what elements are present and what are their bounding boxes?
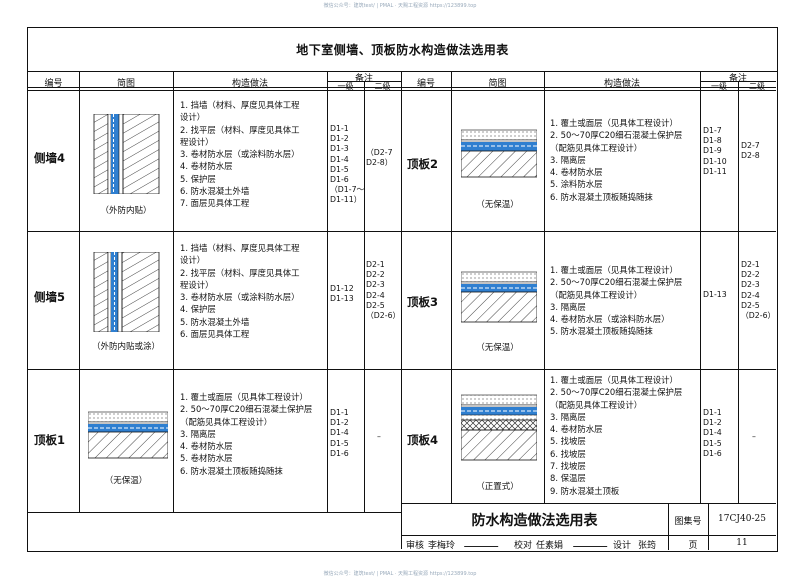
level1-codes: D1-13 xyxy=(703,290,727,299)
remark-sub-line xyxy=(700,81,776,82)
header-level2: 二级 xyxy=(749,82,765,91)
drawing-title: 防水构造做法选用表 xyxy=(471,513,598,529)
diagram-caption: （外防内贴或涂） xyxy=(91,342,160,352)
atlas-label: 图集号 xyxy=(674,517,702,527)
diagram-caption: （无保温） xyxy=(476,200,519,210)
row-id: 侧墙4 xyxy=(34,151,66,165)
row-line xyxy=(28,231,401,232)
row-id: 顶板3 xyxy=(407,295,439,309)
checker-signature xyxy=(572,536,612,547)
roof-section-diagram xyxy=(461,129,537,178)
row-id: 顶板2 xyxy=(407,157,439,171)
header-id: 编号 xyxy=(416,79,435,89)
row-id: 顶板4 xyxy=(407,433,439,447)
header-method: 构造做法 xyxy=(231,79,268,89)
roof-section-diagram xyxy=(88,411,168,459)
row-line xyxy=(28,369,401,370)
method-steps: 1. 挡墙（材料、厚度见具体工程 设计）2. 找平层（材料、厚度见具体工 程设计… xyxy=(180,243,300,340)
diagram-caption: （无保温） xyxy=(476,343,519,353)
designer-name: 张筠 xyxy=(638,541,657,551)
header-divider xyxy=(28,87,776,88)
drawing-frame: 地下室侧墙、顶板防水构造做法选用表 编号 简图 构造做法 备注 一级 二级 编号… xyxy=(27,27,778,552)
col-line xyxy=(451,72,452,503)
diagram-caption: （正置式） xyxy=(476,482,519,492)
col-line xyxy=(364,81,365,512)
page-number: 11 xyxy=(736,538,748,548)
col-line xyxy=(544,72,545,503)
row-id: 侧墙5 xyxy=(34,290,66,304)
title-block-line xyxy=(401,503,776,504)
watermark-top: 微信公众号：建筑test/ | PMAL · 天赐工程资源 https://12… xyxy=(323,3,477,9)
wall-section-diagram xyxy=(93,252,160,332)
header-method: 构造做法 xyxy=(603,79,640,89)
header-divider-2 xyxy=(28,90,776,91)
col-line xyxy=(327,72,328,512)
reviewer-name: 李梅玲 xyxy=(428,541,456,551)
header-level1: 一级 xyxy=(337,82,354,91)
level2-codes: – xyxy=(377,432,381,441)
roof-section-diagram xyxy=(461,394,537,461)
method-steps: 1. 覆土或面层（见具体工程设计）2. 50～70厚C20细石混凝土保护层 （配… xyxy=(550,265,683,337)
method-steps: 1. 覆土或面层（见具体工程设计）2. 50～70厚C20细石混凝土保护层 （配… xyxy=(180,392,313,476)
reviewer-signature xyxy=(463,536,503,547)
header-diagram: 简图 xyxy=(116,79,135,89)
header-remark: 备注 xyxy=(354,74,373,84)
check-label: 校对 xyxy=(514,541,533,551)
header-diagram: 简图 xyxy=(488,79,507,89)
col-line xyxy=(401,72,402,549)
col-line xyxy=(738,81,739,503)
col-line xyxy=(700,72,701,503)
header-id: 编号 xyxy=(44,79,63,89)
roof-section-diagram xyxy=(461,271,537,323)
atlas-number: 17CJ40-25 xyxy=(718,514,766,524)
title-block-line xyxy=(708,503,709,550)
row-id: 顶板1 xyxy=(34,433,66,447)
design-label: 设计 xyxy=(613,541,632,551)
table-title: 地下室侧墙、顶板防水构造做法选用表 xyxy=(28,28,777,72)
method-steps: 1. 挡墙（材料、厚度见具体工程 设计）2. 找平层（材料、厚度见具体工 程设计… xyxy=(180,100,300,209)
level2-codes: – xyxy=(752,432,756,441)
method-steps: 1. 覆土或面层（见具体工程设计）2. 50～70厚C20细石混凝土保护层 （配… xyxy=(550,375,683,496)
diagram-caption: （外防内贴） xyxy=(100,206,152,216)
row-line xyxy=(401,369,776,370)
col-line xyxy=(173,72,174,512)
col-line xyxy=(79,72,80,512)
remark-sub-line xyxy=(327,81,401,82)
row-line xyxy=(401,231,776,232)
page-label: 页 xyxy=(688,541,698,551)
header-level1: 一级 xyxy=(711,82,727,91)
title-block-line xyxy=(401,535,776,536)
diagram-caption: （无保温） xyxy=(104,476,148,486)
wall-section-diagram xyxy=(93,114,160,194)
title-block-line xyxy=(668,503,669,550)
watermark-bottom: 微信公众号：建筑test/ | PMAL · 天赐工程资源 https://12… xyxy=(323,571,477,577)
header-level2: 二级 xyxy=(374,82,391,91)
row-line xyxy=(28,512,401,513)
checker-name: 任素娟 xyxy=(536,541,564,551)
review-label: 审核 xyxy=(406,541,425,551)
header-remark: 备注 xyxy=(728,74,747,84)
method-steps: 1. 覆土或面层（见具体工程设计）2. 50～70厚C20细石混凝土保护层 （配… xyxy=(550,118,683,202)
